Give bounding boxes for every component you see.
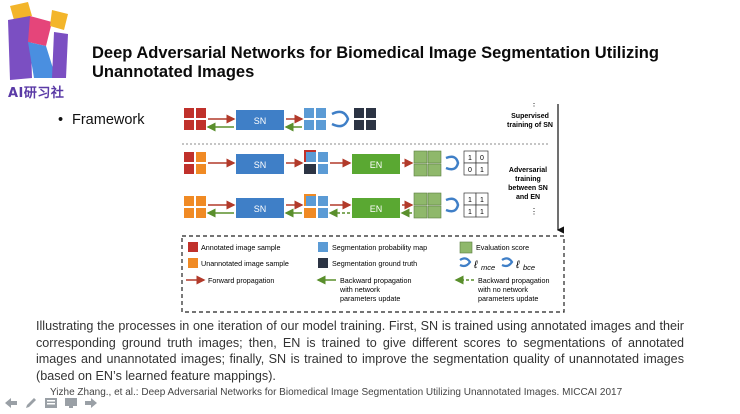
legend-eval-score: Evaluation score — [476, 243, 529, 252]
sn-box — [236, 110, 284, 130]
legend-loss-mce-subscript: mce — [481, 263, 495, 272]
legend-swatch-eval-score — [459, 241, 473, 254]
legend-backward-no-update-3: parameters update — [478, 294, 538, 303]
annotated-image-grid — [184, 152, 206, 174]
score-cell: 1 — [480, 197, 484, 204]
score-matrix-2: 1 1 1 1 — [463, 192, 489, 218]
legend-seg-prob: Segmentation probability map — [332, 243, 427, 252]
legend-loss-bce-symbol: ℓ — [515, 259, 520, 271]
sn-box — [236, 154, 284, 174]
legend-annotated: Annotated image sample — [201, 243, 281, 252]
legend-backward-update-2: with network — [339, 285, 380, 294]
legend-unannotated: Unannotated image sample — [201, 259, 289, 268]
stage-1-label-line-2: training of SN — [507, 122, 553, 129]
bullet-dot: • — [58, 112, 64, 128]
slides-icon[interactable] — [43, 396, 59, 410]
slide-citation: Yizhe Zhang., et al.: Deep Adversarial N… — [50, 387, 623, 398]
logo-brand-text: AI研习社 — [8, 86, 65, 101]
row-adversarial-unannotated: SN EN — [184, 192, 489, 219]
ellipsis-bottom: ⋮ — [530, 207, 538, 216]
framework-diagram-svg: SN ⋮ Supervised training of SN — [181, 102, 565, 313]
legend-backward-update-3: parameters update — [340, 294, 400, 303]
legend-swatch-ground-truth — [318, 258, 328, 268]
evaluation-score-grid — [413, 192, 442, 219]
screen-icon[interactable] — [63, 396, 79, 410]
score-cell: 0 — [468, 167, 472, 174]
logo-mark — [8, 2, 68, 80]
score-cell: 1 — [468, 209, 472, 216]
score-cell: 1 — [480, 167, 484, 174]
stage-1-label-line-1: Supervised — [511, 113, 549, 120]
row-supervised: SN — [184, 108, 376, 132]
score-cell: 1 — [480, 209, 484, 216]
legend-border — [181, 235, 565, 313]
unannotated-image-grid — [184, 196, 206, 218]
presentation-toolbar — [3, 396, 99, 410]
loss-bce-bracket — [445, 155, 460, 171]
legend-ground-truth: Segmentation ground truth — [332, 259, 417, 268]
loss-mce-bracket — [331, 110, 350, 128]
legend-forward: Forward propagation — [208, 276, 274, 285]
legend-loss-bce-subscript: bce — [523, 263, 535, 272]
legend-loss-mce-symbol: ℓ — [473, 259, 478, 271]
score-matrix-1: 1 0 0 1 — [463, 150, 489, 176]
legend-backward-update-1: Backward propagation — [340, 276, 412, 285]
ai-yanxishe-logo: AI研习社 — [2, 2, 74, 101]
legend-backward-no-update-2: with no network — [477, 285, 528, 294]
annotated-image-grid — [184, 108, 206, 130]
loss-bce-bracket — [445, 197, 460, 213]
stage-2-label-line-2: training — [515, 176, 541, 183]
bullet-framework: • Framework — [58, 112, 145, 128]
segmentation-probability-grid — [304, 108, 326, 130]
score-cell: 1 — [468, 155, 472, 162]
pencil-icon[interactable] — [23, 396, 39, 410]
legend-loss-bce-bracket — [501, 257, 514, 268]
legend-loss-mce-bracket — [459, 257, 472, 268]
ground-truth-grid — [354, 108, 376, 130]
legend-swatch-unannotated — [188, 258, 198, 268]
stage-2-label-line-3: between SN — [508, 185, 548, 192]
stage-2-label-line-4: and EN — [516, 194, 540, 201]
sn-box-label: SN — [254, 204, 267, 214]
slide-title: Deep Adversarial Networks for Biomedical… — [92, 44, 659, 81]
arrow-left-icon[interactable] — [3, 396, 19, 410]
stage-2-label-line-1: Adversarial — [509, 167, 547, 174]
en-box-label: EN — [370, 204, 383, 214]
slide-description: Illustrating the processes in one iterat… — [36, 319, 684, 383]
segmentation-pair-grid — [304, 194, 328, 218]
segmentation-pair-grid — [304, 150, 328, 174]
en-box — [352, 154, 400, 174]
evaluation-score-grid — [413, 150, 442, 177]
score-cell: 1 — [468, 197, 472, 204]
legend: Annotated image sample Unannotated image… — [181, 235, 565, 313]
sn-box-label: SN — [254, 160, 267, 170]
row-adversarial-annotated: SN EN — [184, 150, 489, 177]
legend-swatch-annotated — [188, 242, 198, 252]
arrow-right-icon[interactable] — [83, 396, 99, 410]
framework-diagram: SN ⋮ Supervised training of SN — [178, 102, 572, 314]
sn-box — [236, 198, 284, 218]
bullet-text: Framework — [72, 112, 145, 128]
legend-backward-no-update-1: Backward propagation — [478, 276, 550, 285]
ellipsis-top: ⋮ — [530, 102, 538, 108]
legend-swatch-seg-prob — [318, 242, 328, 252]
en-box-label: EN — [370, 160, 383, 170]
en-box — [352, 198, 400, 218]
sn-box-label: SN — [254, 116, 267, 126]
score-cell: 0 — [480, 155, 484, 162]
